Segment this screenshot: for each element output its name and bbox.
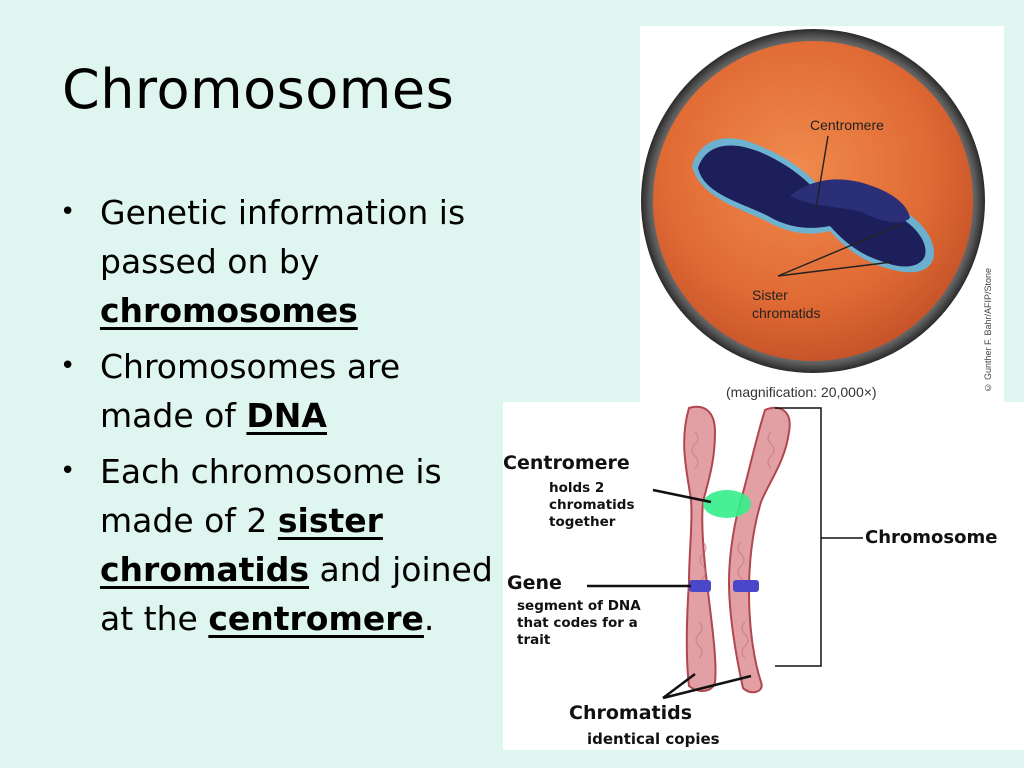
left-chromatid xyxy=(683,405,717,692)
keyword-chromosomes: chromosomes xyxy=(100,291,358,330)
bullet-item-1: • Genetic information is passed on by ch… xyxy=(56,188,496,335)
keyword-centromere: centromere xyxy=(208,599,424,638)
label-centromere: Centromere xyxy=(503,452,630,474)
chromatids-desc: identical copies xyxy=(587,730,720,748)
label-chromosome: Chromosome xyxy=(865,527,998,548)
micrograph-illustration: Centromere Sister chromatids xyxy=(641,29,985,373)
bullet-list: • Genetic information is passed on by ch… xyxy=(56,188,496,650)
chromosome-micrograph xyxy=(692,138,935,273)
centromere-desc-2: chromatids xyxy=(549,497,635,513)
diagram-illustration xyxy=(587,405,863,700)
bullet-item-2: • Chromosomes are made of DNA xyxy=(56,342,496,440)
bullet-icon: • xyxy=(60,197,76,227)
photo-credit: © Gunther F. Bahr/AFIP/Stone xyxy=(983,268,993,393)
centromere-desc-3: together xyxy=(549,514,616,530)
page-title: Chromosomes xyxy=(62,58,455,121)
centromere-highlight xyxy=(703,490,751,518)
micro-label-sister: Sister xyxy=(752,287,788,303)
bullet-item-3: • Each chromosome is made of 2 sister ch… xyxy=(56,447,496,643)
micro-label-chromatids: chromatids xyxy=(752,305,820,321)
keyword-dna: DNA xyxy=(246,396,327,435)
centromere-desc-1: holds 2 xyxy=(549,480,605,496)
gene-desc-1: segment of DNA xyxy=(517,598,641,614)
micrograph-image: Centromere Sister chromatids © Gunther F… xyxy=(640,26,1004,404)
label-chromatids: Chromatids xyxy=(569,702,693,724)
chromosome-bracket xyxy=(775,407,863,667)
micrograph-pointer-lines xyxy=(777,135,903,277)
bullet-text: Genetic information is passed on by xyxy=(100,193,466,281)
diagram-pointer-lines xyxy=(587,488,752,700)
chromosome-diagram: Centromere holds 2 chromatids together G… xyxy=(503,402,1024,750)
label-gene: Gene xyxy=(507,572,562,594)
bullet-text: and joined at the xyxy=(100,550,493,638)
micro-label-centromere: Centromere xyxy=(810,117,884,133)
bullet-text: . xyxy=(423,599,435,638)
bullet-icon: • xyxy=(60,351,76,381)
gene-band-right xyxy=(733,580,759,592)
magnification-caption: (magnification: 20,000×) xyxy=(726,384,877,400)
bullet-icon: • xyxy=(60,456,76,486)
gene-desc-2: that codes for a xyxy=(517,615,638,631)
keyword-sister-chromatids: sister chromatids xyxy=(100,501,383,589)
bullet-text: Each chromosome is made of 2 xyxy=(100,452,442,540)
gene-desc-3: trait xyxy=(517,632,551,648)
bullet-text: Chromosomes are made of xyxy=(100,347,401,435)
gene-band-left xyxy=(689,580,711,592)
